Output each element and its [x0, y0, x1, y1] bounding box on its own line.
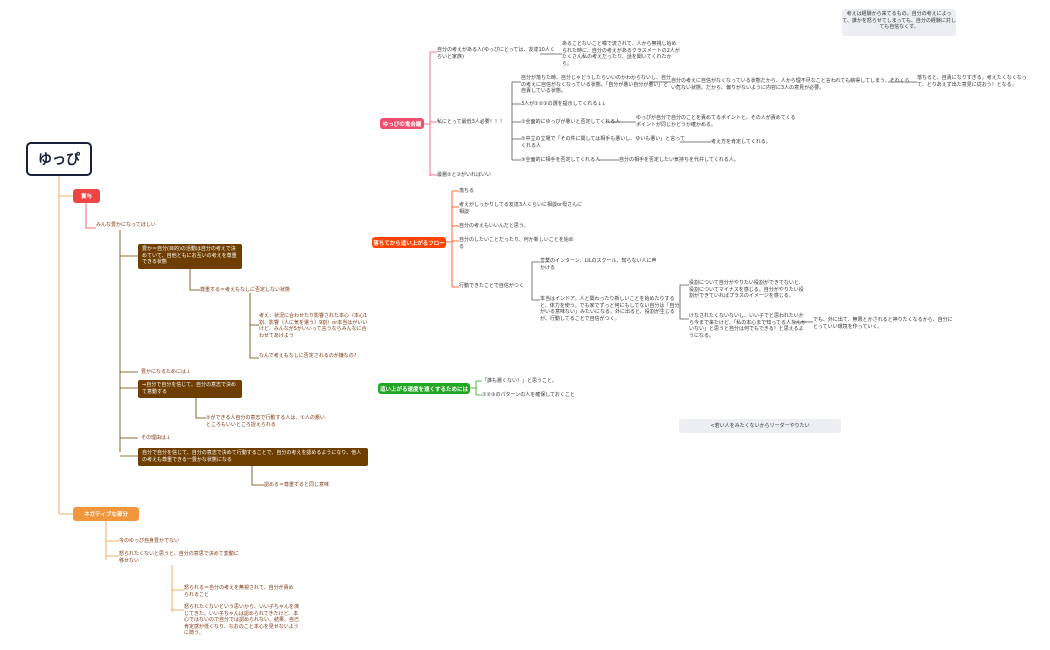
reward-item: 認める＝尊重すると同じ意味: [264, 482, 330, 488]
speed-item: 「誰も悪くない！」と思うこと。: [482, 378, 558, 384]
meeting-item: あることないこと噂で流されて、人から無視し始められた時に、自分の考えがあるクラス…: [562, 41, 680, 67]
meeting-item: 自分の考えがある人(ゆっぴにとっては、友達10人くらいと家族): [437, 47, 555, 60]
flow-link: [531, 261, 540, 301]
negative-item: 今のゆっぴ自身豊かでない: [119, 538, 180, 544]
branch-label-meeting[interactable]: ゆっぴの鬼会議: [380, 118, 424, 129]
flow-item: けなされたくないないし、いい子でと思われたいから今まで来たけど、「私の本心まで知…: [689, 313, 807, 339]
right-note: <若い人をみたくないからリーダーやりたい: [679, 419, 841, 433]
negative-tree-line: [105, 521, 119, 560]
root-node[interactable]: ゆっぴ: [26, 142, 92, 176]
reward-item: 尊重する＝考えもなしに否定しない状態: [200, 287, 291, 293]
meeting-item: 自分の考えに自信がなくなっている状態だから、人から理不尽なこと言われても納得して…: [671, 78, 910, 91]
root-to-negative-line: [58, 196, 73, 515]
meeting-item: ②中立の立場で「その件に関しては相手も悪いし、ゆいも悪い」と言ってくれる人: [521, 136, 685, 149]
speed-item: ①②③のパターンの人を確保しておくこと: [482, 392, 575, 398]
flow-item: でも、外に出て、無限とかされると神りたくなるから、自分にとっていい環境を作ってい…: [813, 317, 953, 330]
flow-tree-line: [446, 190, 459, 288]
meeting-item: ゆっぴが自分で自分のことを責めてるポイントと、その人が責めてくるポイントが同じか…: [636, 115, 796, 128]
meeting-item: 自分が落ちた時、自分じゃどうしたらいいのかわからないし、自分の考えに自信がなくな…: [521, 75, 672, 95]
flow-item: 考えがしっかりしてる友達3人くらいに相談or母さんに相談: [459, 202, 583, 215]
flow-item: 自分のしたいことだったり、何か新しいことを始める: [459, 237, 574, 250]
flow-item: 自分の考えもいいんだと思う。: [459, 223, 529, 229]
meeting-item: ①全面的にゆっぴが悪いと否定してくれる人: [521, 119, 621, 125]
meeting-item: 自分の相手を否定したい気持ちを代弁してくれる人。: [619, 157, 739, 163]
reward-item: 考え：状況に合わせたり影響された本心（本心1割、影響（人に気を遣う）9割）or本…: [259, 313, 368, 339]
negative-item: 怒られたくないという思いから、いい子ちゃんを演じてきた。いい子ちゃんは認められて…: [184, 604, 300, 637]
negative-item: 怒られたくないと思うと、自分の意思で決めて変動に移せない: [119, 551, 239, 564]
meeting-item: 考え方を肯定してくれる。: [711, 139, 771, 145]
meeting-item: 私にとって最低3人必要！！！: [437, 119, 505, 125]
negative-item: 怒られる＝自分の考えを無視されて、自分が責められること: [184, 585, 294, 598]
negative-subtree-line: [171, 565, 184, 612]
meeting-item: 落ちると、自責になりすぎる。考えたくなくなって、とりあえず出た意見に従おう！とな…: [917, 75, 1027, 88]
flow-item: 営業のインターン、LILのスクール、知らない人に声かける: [540, 258, 657, 271]
reward-item: なんで考えもなしに否定されるのが嫌なの?: [259, 353, 357, 359]
meeting-item: 3人が①②③の選を提示してくれる↓↓: [521, 101, 606, 107]
meeting-item: 最悪②と③がいればいい: [437, 172, 491, 178]
meeting-tree-line: [424, 51, 437, 176]
reward-item: ②ができる人自分の意志で行動する人は、①人の悪いところもいいところ捉えられる: [206, 415, 325, 428]
flow-item: 役割について自分がやりたい役割ができてないと、役割についてマイナスを感じる。自分…: [689, 280, 804, 300]
meeting-link: [598, 81, 917, 161]
top-note: 考えは経験から来てるもの。自分の考えによって、誰かを怒らせてしまっても、自分の経…: [842, 9, 956, 36]
root-to-reward-line: [58, 176, 73, 197]
flow-link: [679, 284, 813, 323]
meeting-item: ③全面的に相手を否定してくれる人: [521, 157, 601, 163]
reward-subtree-line: [195, 398, 264, 486]
reward-item: その理由は↓: [141, 435, 171, 441]
branch-label-speed[interactable]: 這い上がる速度を速くするためには: [378, 383, 470, 394]
reward-box: 自分で自分を信じて、自分の意志で決めて行動することで、自分の考えを認めるようにな…: [138, 448, 368, 466]
branch-label-flow[interactable]: 落ちてから這い上がるフロー: [372, 237, 446, 248]
meeting-link: [511, 81, 521, 161]
speed-tree-line: [470, 380, 482, 396]
reward-subtree-line: [189, 269, 259, 359]
reward-tree-line: [119, 230, 138, 457]
reward-box: 豊か＝自分(目的)の活動は自分の考えで決めていて、自他ともにお互いの考えを尊重で…: [138, 244, 242, 269]
branch-label-negative[interactable]: ネガティブな部分: [73, 507, 139, 521]
reward-item: みんな豊かになってほしい: [96, 222, 156, 228]
flow-item: 落ちる: [459, 188, 475, 194]
flow-item: 行動できたことで自信がつく: [459, 283, 524, 289]
reward-item: 豊かになるためには↓: [141, 369, 191, 375]
branch-label-reward[interactable]: 賞与: [73, 189, 100, 203]
reward-box: ⇒自分で自分を信じて、自分の意志で決めて意動する: [138, 380, 242, 398]
reward-link: [85, 203, 96, 229]
flow-item: 本当はインドア。人と関わったり新しいことを始めたりすると、体力を使う。でも家でず…: [540, 296, 680, 322]
